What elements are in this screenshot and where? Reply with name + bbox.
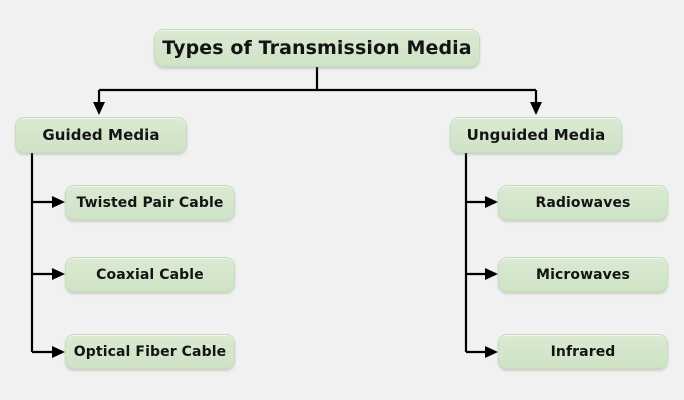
leaf-node-microwaves: Microwaves [498,257,668,292]
root-node-types-of-transmission-media: Types of Transmission Media [154,29,480,67]
leaf-node-coaxial-cable: Coaxial Cable [65,257,235,292]
unguided-to-infrared-arrowhead [485,346,498,358]
guided-to-coaxial-arrowhead [52,268,65,280]
guided-to-optical-fiber-arrowhead [52,346,65,358]
guided-to-twisted-pair-arrowhead [52,196,65,208]
leaf-node-optical-fiber-cable: Optical Fiber Cable [65,334,235,369]
unguided-to-microwaves-arrowhead [485,268,498,280]
branch-node-guided-media: Guided Media [15,117,187,153]
root-to-unguided-arrowhead [530,102,542,115]
leaf-node-infrared: Infrared [498,334,668,369]
unguided-to-radiowaves-arrowhead [485,196,498,208]
root-to-guided-arrowhead [93,102,105,115]
leaf-node-twisted-pair-cable: Twisted Pair Cable [65,185,235,220]
leaf-node-radiowaves: Radiowaves [498,185,668,220]
branch-node-unguided-media: Unguided Media [450,117,622,153]
